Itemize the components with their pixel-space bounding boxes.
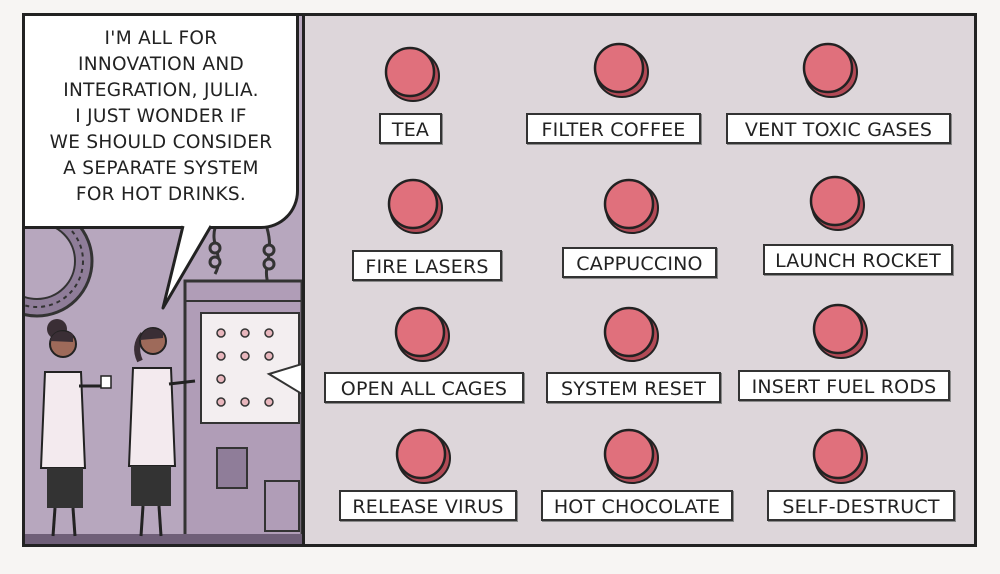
- panel-button-2[interactable]: [591, 40, 649, 98]
- round-button-icon: [809, 175, 865, 231]
- button-label: INSERT FUEL RODS: [738, 370, 950, 401]
- button-label: SELF-DESTRUCT: [767, 490, 955, 521]
- button-label: SYSTEM RESET: [546, 372, 721, 403]
- round-button-icon: [384, 46, 440, 102]
- button-label: LAUNCH ROCKET: [763, 244, 953, 275]
- panel-button-1[interactable]: [382, 44, 440, 102]
- button-label: FIRE LASERS: [352, 250, 502, 281]
- panel-button-4[interactable]: [385, 176, 443, 234]
- panel-button-12[interactable]: [810, 426, 868, 484]
- button-label: FILTER COFFEE: [526, 113, 701, 144]
- button-label: RELEASE VIRUS: [339, 490, 517, 521]
- scientist-figure-right: [127, 327, 196, 537]
- panel-button-11[interactable]: [601, 426, 659, 484]
- panel-button-3[interactable]: [800, 40, 858, 98]
- round-button-icon: [603, 428, 659, 484]
- round-button-icon: [812, 428, 868, 484]
- round-button-icon: [603, 306, 659, 362]
- button-label: CAPPUCCINO: [562, 247, 717, 278]
- control-machine: [183, 279, 302, 544]
- round-button-icon: [387, 178, 443, 234]
- button-label: HOT CHOCOLATE: [541, 490, 733, 521]
- panel-button-6[interactable]: [807, 173, 865, 231]
- round-button-icon: [593, 42, 649, 98]
- button-label: OPEN ALL CAGES: [324, 372, 524, 403]
- round-button-icon: [603, 178, 659, 234]
- pipe-icon: [208, 227, 276, 287]
- panel-button-9[interactable]: [810, 301, 868, 359]
- panel-button-10[interactable]: [393, 426, 451, 484]
- scientist-figure-left: [39, 319, 112, 537]
- panel-button-8[interactable]: [601, 304, 659, 362]
- panel-button-7[interactable]: [392, 304, 450, 362]
- speech-bubble-tail: [161, 224, 213, 310]
- round-button-icon: [812, 303, 868, 359]
- panel-button-5[interactable]: [601, 176, 659, 234]
- button-label: VENT TOXIC GASES: [726, 113, 951, 144]
- round-button-icon: [394, 306, 450, 362]
- round-button-icon: [802, 42, 858, 98]
- button-label: TEA: [379, 113, 442, 144]
- lab-scene-illustration: [25, 204, 302, 544]
- round-button-icon: [395, 428, 451, 484]
